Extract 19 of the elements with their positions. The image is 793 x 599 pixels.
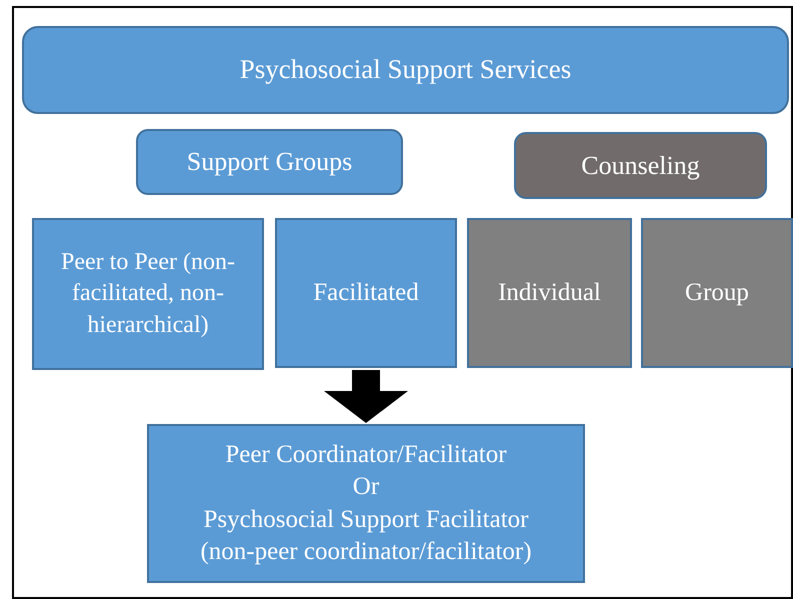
type-box: [467, 218, 632, 368]
category-box: [514, 132, 767, 199]
category-box: [136, 129, 403, 195]
type-box: [641, 218, 793, 368]
box-label: Counseling: [581, 150, 700, 182]
category-box: [22, 26, 789, 114]
box-label: Psychosocial Support Facilitator (non-peer coordinator/facilitator): [199, 504, 533, 567]
box-label: Psychosocial Support Services: [240, 53, 572, 86]
box-label: Individual: [498, 278, 601, 308]
type-box: [275, 218, 457, 368]
block-arrow: [324, 370, 408, 423]
role-box: [147, 424, 585, 583]
box-label: Group: [685, 278, 749, 308]
box-label: Or: [352, 472, 380, 502]
box-label: Peer to Peer (non-facilitated, non-hierarchical): [60, 248, 236, 340]
box-label: Facilitated: [313, 278, 419, 308]
type-box: [32, 218, 264, 370]
box-label: Peer Coordinator/Facilitator: [225, 440, 507, 470]
box-label: Support Groups: [186, 146, 352, 178]
